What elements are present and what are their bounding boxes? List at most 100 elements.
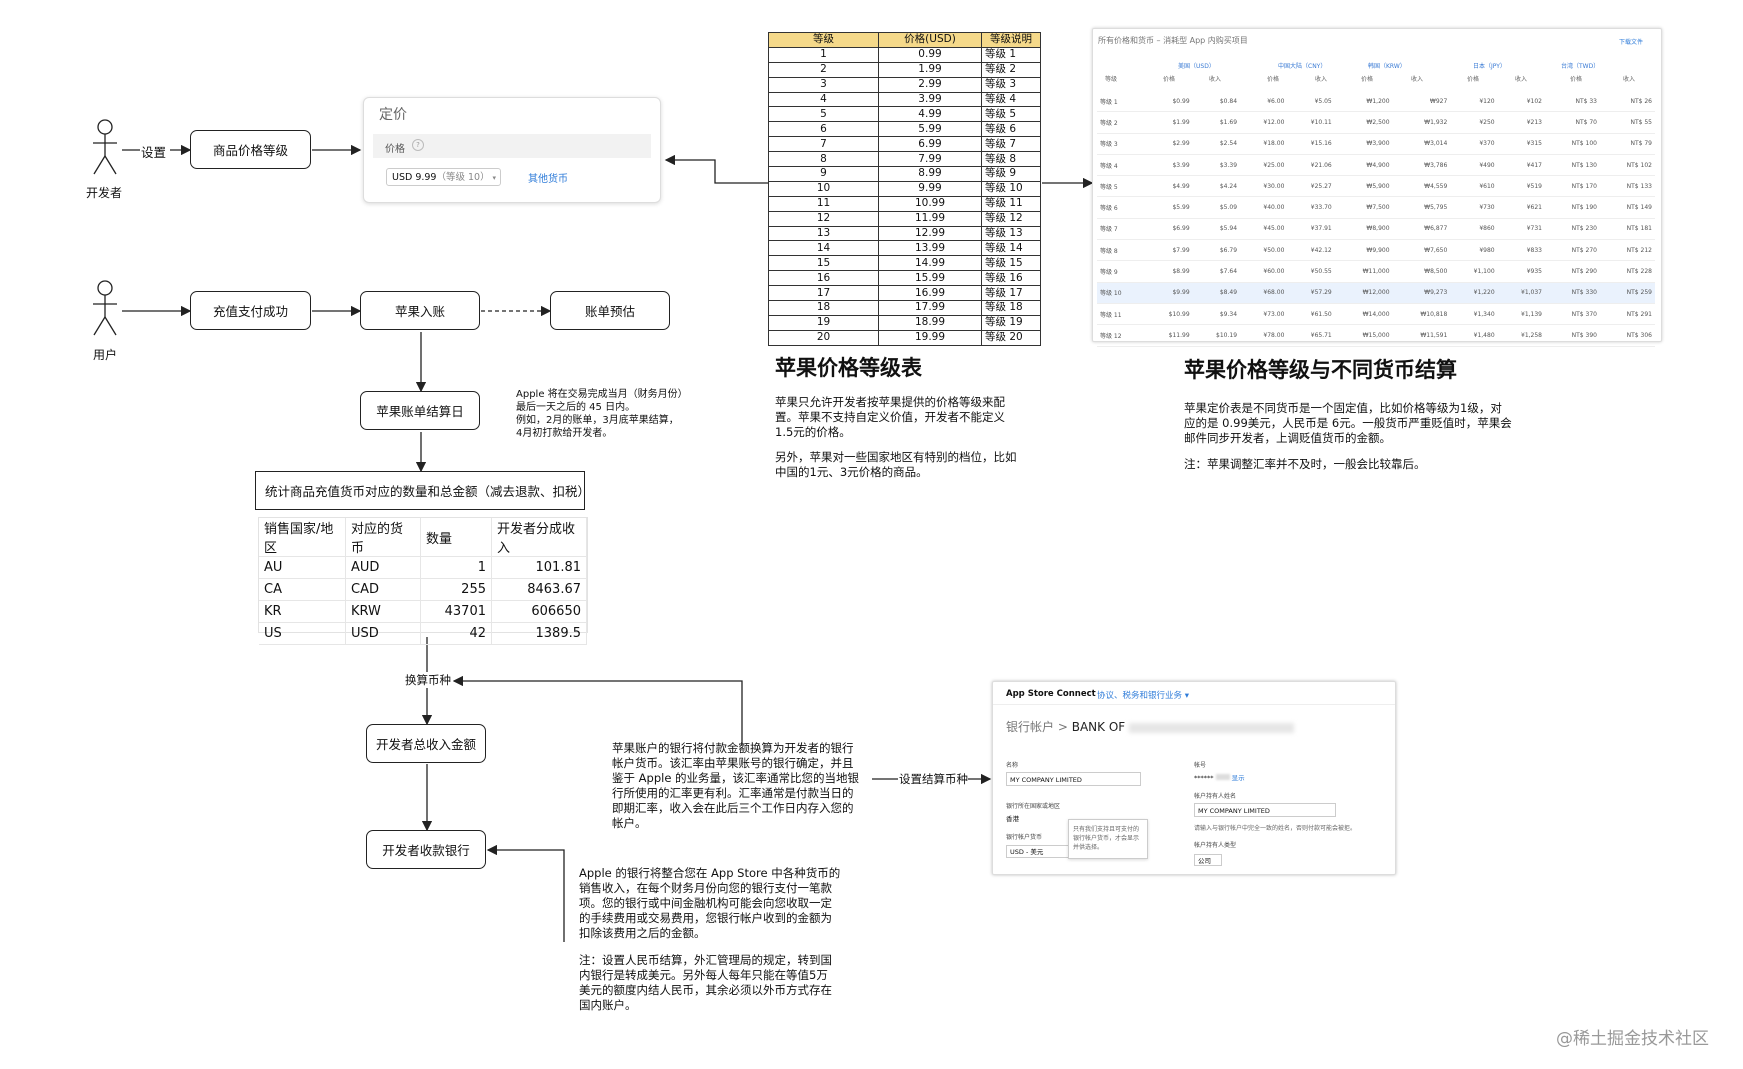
country-cell: AU	[259, 556, 346, 579]
amount-cell: NT$ 290	[1545, 260, 1600, 283]
amount-cell: NT$ 133	[1599, 175, 1655, 198]
currency-cell: CAD	[345, 578, 421, 601]
amount-cell: ₩9,273	[1392, 282, 1451, 304]
currency-row[interactable]: 等级 7$6.99$5.94¥45.00¥37.91₩8,900₩6,877¥8…	[1097, 218, 1655, 241]
tier-cell: 等级 10	[1097, 282, 1146, 304]
region-usd[interactable]: 美国（USD）	[1178, 63, 1215, 70]
amount-cell: ₩7,500	[1334, 196, 1393, 219]
tier-cell: 19	[768, 314, 879, 331]
amount-cell: ¥1,340	[1450, 303, 1498, 326]
amount-cell: ¥1,258	[1497, 324, 1545, 347]
account-currency-select[interactable]: USD - 美元	[1006, 845, 1076, 858]
desc-cell: 等级 16	[981, 270, 1041, 287]
currency-tooltip: 只有我们支持且可支付的银行帐户货币，才会显示并供选择。	[1068, 819, 1148, 859]
currency-row[interactable]: 等级 11$10.99$9.34¥73.00¥61.50₩14,000₩10,8…	[1097, 303, 1655, 326]
desc-cell: 等级 14	[981, 240, 1041, 257]
currency-row[interactable]: 等级 1$0.99$0.84¥6.00¥5.05₩1,200₩927¥120¥1…	[1097, 91, 1655, 113]
holder-name-input[interactable]: MY COMPANY LIMITED	[1194, 803, 1336, 817]
amount-cell: NT$ 190	[1545, 196, 1600, 219]
amount-cell: ¥73.00	[1240, 303, 1288, 326]
tier-cell: 1	[768, 46, 879, 63]
tier-cell: 15	[768, 255, 879, 272]
proceeds-subheader: 收入	[1411, 76, 1424, 83]
amount-cell: ₩10,818	[1392, 303, 1451, 326]
currency-row[interactable]: 等级 9$8.99$7.64¥60.00¥50.55₩11,000₩8,500¥…	[1097, 260, 1655, 283]
amount-cell: $8.99	[1145, 260, 1193, 283]
currency-cell: AUD	[345, 556, 421, 579]
amount-cell: ¥833	[1497, 239, 1545, 262]
currency-row[interactable]: 等级 2$1.99$1.69¥12.00¥10.11₩2,500₩1,932¥2…	[1097, 111, 1655, 134]
price-subheader: 价格	[1467, 76, 1480, 83]
currency-row[interactable]: 等级 6$5.99$5.09¥40.00¥33.70₩7,500₩5,795¥7…	[1097, 196, 1655, 219]
region-twd[interactable]: 台湾（TWD）	[1561, 63, 1600, 70]
currency-row[interactable]: 等级 5$4.99$4.24¥30.00¥25.27₩5,900₩4,559¥6…	[1097, 175, 1655, 198]
region-krw[interactable]: 韩国（KRW）	[1368, 63, 1406, 70]
bank-title: 银行帐户 > BANK OF	[1006, 718, 1295, 735]
amount-cell: ₩3,900	[1334, 133, 1393, 155]
currency-row[interactable]: 等级 8$7.99$6.79¥50.00¥42.12₩9,900₩7,650¥9…	[1097, 239, 1655, 262]
amount-cell: NT$ 33	[1545, 91, 1600, 113]
account-number-label: 帐号	[1194, 762, 1207, 769]
currency-row[interactable]: 等级 10$9.99$8.49¥68.00¥57.29₩12,000₩9,273…	[1097, 282, 1655, 304]
tier-cell: 等级 9	[1097, 260, 1146, 283]
download-link[interactable]: 下载文件	[1619, 39, 1644, 46]
desc-cell: 等级 2	[981, 61, 1041, 78]
breadcrumb[interactable]: 协议、税务和银行业务 ▾	[1097, 689, 1189, 701]
desc-cell: 等级 17	[981, 285, 1041, 302]
app-store-connect-logo: App Store Connect	[1006, 689, 1096, 699]
amount-cell: ¥65.71	[1287, 324, 1335, 347]
settlement-day-box: 苹果账单结算日	[360, 391, 480, 430]
currency-row[interactable]: 等级 3$2.99$2.54¥18.00¥15.16₩3,900₩3,014¥3…	[1097, 133, 1655, 155]
account-number-mask: ******	[1194, 774, 1214, 782]
amount-cell: ¥1,480	[1450, 324, 1498, 347]
country-cell: CA	[259, 578, 346, 601]
amount-cell: $0.99	[1145, 91, 1193, 113]
desc-cell: 等级 3	[981, 76, 1041, 93]
amount-cell: ₩1,200	[1334, 91, 1393, 113]
amount-cell: ¥1,100	[1450, 260, 1498, 283]
currency-row[interactable]: 等级 12$11.99$10.19¥78.00¥65.71₩15,000₩11,…	[1097, 324, 1655, 347]
tier-cell: 等级 2	[1097, 111, 1146, 134]
price-subheader: 价格	[1267, 76, 1280, 83]
price-label: 价格	[385, 144, 405, 155]
tier-cell: 等级 12	[1097, 324, 1146, 347]
account-number: ****** 显示	[1194, 772, 1245, 782]
stats-box: 统计商品充值货币对应的数量和总金额（减去退款、扣税）	[255, 471, 590, 510]
amount-cell: ¥37.91	[1287, 218, 1335, 241]
holder-type-select[interactable]: 公司	[1194, 854, 1222, 866]
count-cell: 43701	[420, 600, 492, 623]
amount-cell: ¥78.00	[1240, 324, 1288, 347]
price-select[interactable]: USD 9.99（等级 10）▾	[386, 168, 501, 186]
table-to-card-arrow	[664, 154, 768, 184]
amount-cell: $2.99	[1145, 133, 1193, 155]
amount-cell: NT$ 370	[1545, 303, 1600, 326]
help-icon[interactable]: ?	[412, 139, 424, 151]
desc-cell: 等级 15	[981, 255, 1041, 272]
amount-cell: ₩15,000	[1334, 324, 1393, 347]
tier-cell: 12	[768, 210, 879, 227]
tier-cell: 等级 6	[1097, 196, 1146, 219]
amount-cell: ¥50.55	[1287, 260, 1335, 283]
amount-cell: $4.99	[1145, 175, 1193, 198]
region-cny[interactable]: 中国大陆（CNY）	[1278, 63, 1327, 70]
tier-cell: 4	[768, 91, 879, 108]
currency-row[interactable]: 等级 4$3.99$3.39¥25.00¥21.06₩4,900₩3,786¥4…	[1097, 154, 1655, 177]
other-currency-link[interactable]: 其他货币	[528, 174, 568, 185]
currency-section-title: 苹果价格等级与不同货币结算	[1184, 358, 1457, 382]
watermark: @稀土掘金技术社区	[1556, 1029, 1709, 1049]
amount-cell: ₩3,786	[1392, 154, 1451, 177]
name-input[interactable]: MY COMPANY LIMITED	[1006, 772, 1141, 786]
currency-header: 对应的货币	[345, 518, 421, 557]
amount-cell: NT$ 306	[1599, 324, 1655, 347]
show-account-link[interactable]: 显示	[1231, 774, 1245, 782]
region-jpy[interactable]: 日本（JPY）	[1473, 63, 1506, 70]
